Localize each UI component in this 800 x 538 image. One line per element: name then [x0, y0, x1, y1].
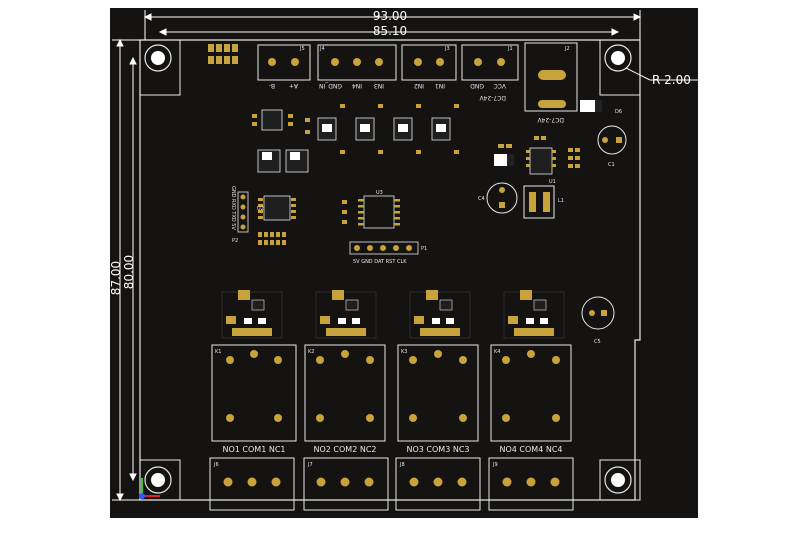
smd-array-rs485 — [258, 232, 286, 245]
relay-k4-label: NO4 COM4 NC4 — [500, 445, 563, 454]
corner-cutout-bl — [139, 459, 181, 501]
chip-u3-ref: U3 — [376, 190, 383, 196]
dimension-left-outer — [112, 38, 140, 502]
terminal-j9: J9 — [488, 457, 574, 511]
small-cap-array — [208, 44, 238, 64]
connector-j1-pin2: VCC — [494, 82, 506, 89]
relay-driver-1 — [221, 290, 283, 339]
dc-input-label: DC7-24V — [479, 94, 506, 101]
terminal-j6: J6 — [209, 457, 295, 511]
connector-j4-pin2: IN4 — [352, 82, 362, 89]
capacitor-c5-ref: C5 — [594, 339, 601, 345]
connector-j5: J5 B- A+ — [257, 44, 311, 89]
relay-driver-4 — [503, 290, 565, 339]
relay-k3: K3 NO3 COM3 NC3 — [397, 344, 479, 454]
diode-d6: D6 — [580, 100, 622, 115]
terminal-j7: J7 — [303, 457, 389, 511]
connector-j2-ref: J2 — [564, 46, 570, 52]
diode-d6-ref: D6 — [615, 109, 622, 115]
dimension-left-inner-label: 80.00 — [122, 255, 136, 289]
capacitor-c4-ref: C4 — [478, 196, 485, 202]
rs485-section — [252, 109, 309, 173]
header-p2: GND RXD TXD 5V P2 — [230, 186, 249, 244]
connector-j4-pin3: IN3 — [374, 82, 384, 89]
connector-j1-pin1: GND — [470, 82, 484, 89]
header-p1: 5V GND DAT RST CLK P1 — [349, 241, 427, 265]
dimension-top-outer-label: 93.00 — [373, 9, 407, 23]
chip-u3: U3 — [358, 190, 400, 229]
capacitor-c4: C4 — [478, 182, 518, 214]
relay-k2-label: NO2 COM2 NC2 — [314, 445, 377, 454]
connector-j5-pin2: A+ — [289, 82, 298, 89]
connector-j3: J3 IN2 IN1 — [401, 44, 457, 89]
dimension-left-outer-label: 87.00 — [109, 261, 123, 295]
header-p2-ref: P2 — [232, 238, 238, 244]
chip-u2-ref: U2 — [257, 206, 264, 212]
terminal-j7-ref: J7 — [307, 462, 313, 468]
connector-j2-barrel: J2 — [524, 42, 578, 112]
chip-u2: U2 — [257, 195, 296, 221]
inductor-l1-ref: L1 — [558, 198, 564, 204]
connector-j3-ref: J3 — [444, 46, 450, 52]
axis-origin-icon — [139, 478, 160, 499]
relay-k2-ref: K2 — [308, 349, 314, 355]
relay-k1-ref: K1 — [215, 349, 221, 355]
connector-j1-ref: J1 — [507, 46, 513, 52]
optocoupler-row — [317, 117, 451, 141]
dc-input-label-2: DC7-24V — [537, 116, 564, 123]
terminal-j6-ref: J6 — [213, 462, 219, 468]
header-p1-label: 5V GND DAT RST CLK — [353, 259, 407, 265]
smd-cluster-mcu — [342, 200, 347, 224]
capacitor-c1-ref: C1 — [608, 162, 615, 168]
connector-j4-ref: J4 — [319, 46, 325, 52]
relay-driver-2 — [315, 290, 377, 339]
dimension-top-inner — [158, 28, 620, 36]
chip-u1-ref: U1 — [549, 179, 556, 185]
connector-j4: J4 GND_IN IN4 IN3 — [317, 44, 397, 89]
relay-k3-label: NO3 COM3 NC3 — [407, 445, 470, 454]
mounting-hole-tl — [144, 44, 172, 72]
header-p1-ref: P1 — [421, 246, 427, 252]
corner-cutout-tr — [599, 39, 641, 96]
connector-j5-ref: J5 — [299, 46, 305, 52]
mounting-hole-br — [604, 466, 632, 494]
chip-u1: U1 — [526, 147, 556, 185]
relay-k2: K2 NO2 COM2 NC2 — [304, 344, 386, 454]
terminal-j8: J8 — [395, 457, 481, 511]
connector-j3-pin1: IN2 — [414, 82, 424, 89]
connector-j3-pin2: IN1 — [435, 82, 445, 89]
corner-cutout-br — [599, 459, 641, 501]
header-p2-label: GND RXD TXD 5V — [230, 186, 236, 230]
relay-k3-ref: K3 — [401, 349, 407, 355]
dimension-top-inner-label: 85.10 — [373, 24, 407, 38]
terminal-j8-ref: J8 — [399, 462, 405, 468]
relay-k4-ref: K4 — [494, 349, 500, 355]
mounting-hole-bl — [144, 466, 172, 494]
dimension-left-inner — [129, 56, 137, 482]
smd-cluster-inputs — [305, 104, 459, 154]
relay-k1-label: NO1 COM1 NC1 — [223, 445, 286, 454]
relay-driver-3 — [409, 290, 471, 339]
corner-cutout-tl — [139, 39, 181, 96]
connector-j5-pin1: B- — [269, 82, 275, 89]
relay-k4: K4 NO4 COM4 NC4 — [490, 344, 572, 454]
smd-cluster-regulator — [498, 136, 580, 168]
capacitor-c1: C1 — [597, 125, 627, 168]
diode-d5 — [494, 154, 514, 166]
mounting-hole-tr — [604, 44, 632, 72]
connector-j1: J1 GND VCC — [461, 44, 519, 89]
inductor-l1: L1 — [523, 185, 564, 219]
radius-label: R 2.00 — [652, 73, 691, 87]
radius-leader — [625, 67, 651, 81]
capacitor-c5: C5 — [581, 296, 615, 345]
dimension-top-outer — [143, 10, 642, 40]
terminal-j9-ref: J9 — [492, 462, 498, 468]
relay-k1: K1 NO1 COM1 NC1 — [211, 344, 297, 454]
connector-j4-pin1: GND_IN — [319, 82, 342, 89]
